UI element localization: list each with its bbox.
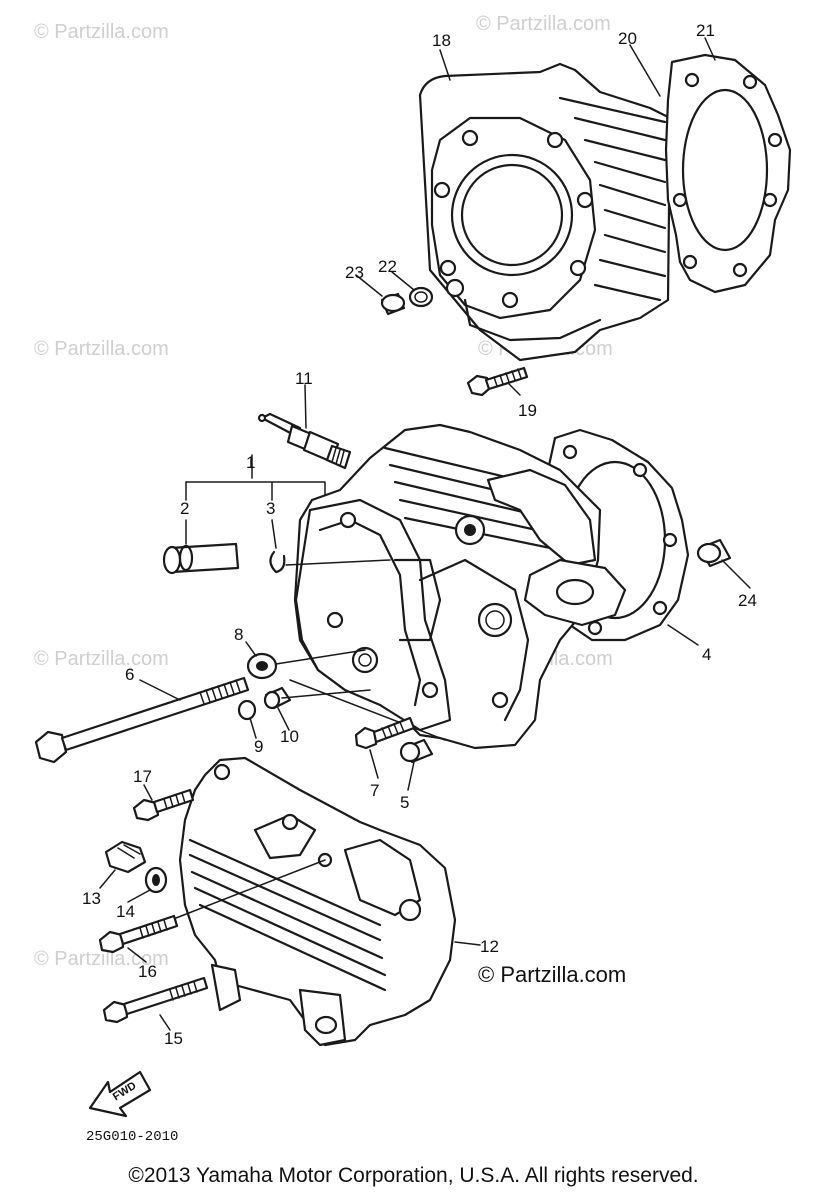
drain-plug-13 (104, 840, 147, 874)
cylinder (418, 62, 672, 362)
callout-11: 11 (295, 369, 313, 388)
watermark: © Partzilla.com (34, 21, 169, 43)
cylinder-gasket (664, 53, 792, 294)
callout-3: 3 (266, 499, 275, 518)
watermark: © Partzilla.com (476, 13, 611, 35)
watermark: © Partzilla.com (34, 338, 169, 360)
circlip (269, 550, 286, 574)
copyright-notice: ©2013 Yamaha Motor Corporation, U.S.A. A… (128, 1164, 699, 1187)
callout-1: 1 (246, 453, 255, 472)
watermark: © Partzilla.com (34, 648, 169, 670)
washer-14 (144, 866, 168, 894)
spark-plug (257, 412, 352, 470)
callout-24: 24 (738, 591, 757, 610)
callout-15: 15 (164, 1029, 183, 1048)
callout-4: 4 (702, 645, 711, 664)
callout-19: 19 (518, 401, 537, 420)
dowel-pin-23 (380, 292, 406, 316)
washer-8 (246, 652, 278, 680)
forward-arrow-icon: FWD (88, 1070, 152, 1118)
bolt-15 (102, 976, 209, 1024)
dowel-pin-24 (696, 538, 732, 568)
callout-12: 12 (480, 937, 499, 956)
callout-8: 8 (234, 625, 243, 644)
callout-7: 7 (370, 781, 379, 800)
callout-17: 17 (133, 767, 152, 786)
o-ring-9 (237, 699, 257, 721)
long-bolt-6 (34, 676, 250, 764)
cylinder-head (293, 423, 627, 750)
bolt-19 (466, 366, 529, 397)
bolt-17 (132, 788, 195, 822)
dowel-10 (263, 686, 292, 710)
bolt-7 (354, 716, 416, 750)
bolt-16 (98, 914, 179, 954)
callout-13: 13 (82, 889, 101, 908)
diagram-code: 25G010-2010 (86, 1129, 178, 1145)
callout-21: 21 (696, 21, 715, 40)
leader-lines (99, 37, 751, 1031)
callout-9: 9 (254, 737, 263, 756)
callout-10: 10 (280, 727, 299, 746)
callout-2: 2 (180, 499, 189, 518)
head-cover (178, 756, 457, 1047)
callout-5: 5 (400, 793, 409, 812)
callout-23: 23 (345, 263, 364, 282)
dowel-5 (399, 738, 434, 764)
callout-16: 16 (138, 962, 157, 981)
watermark-main: © Partzilla.com (478, 962, 626, 987)
callout-14: 14 (116, 902, 135, 921)
callout-18: 18 (432, 31, 451, 50)
valve-guide (162, 542, 240, 575)
o-ring-22 (408, 286, 434, 308)
callout-22: 22 (378, 257, 397, 276)
callout-20: 20 (618, 29, 637, 48)
callout-6: 6 (125, 665, 134, 684)
